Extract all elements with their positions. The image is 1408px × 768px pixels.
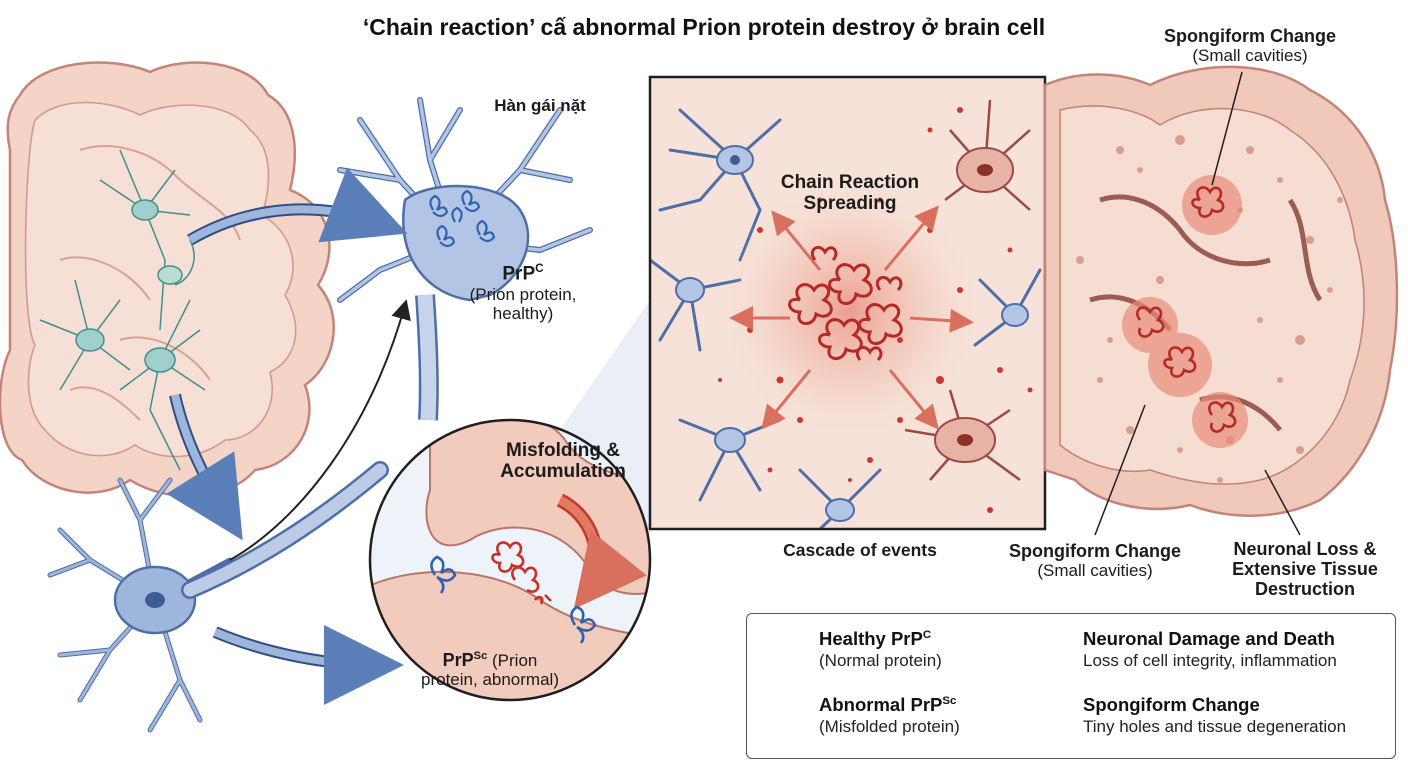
right-brain-slice xyxy=(1043,65,1399,536)
neuronal-loss-label: Neuronal Loss & Extensive Tissue Destruc… xyxy=(1210,539,1400,599)
legend-healthy-title: Healthy PrP xyxy=(819,628,923,649)
loss-line-3: Destruction xyxy=(1254,579,1355,600)
prpsc-label: PrPSc (Prion protein, abnormal) xyxy=(395,650,585,689)
legend-box: Healthy PrPC (Normal protein) Abnormal P… xyxy=(746,613,1396,759)
neuron-heading: Hàn gái nặt xyxy=(494,96,586,115)
prpc-desc-1: (Prion protein, xyxy=(469,284,577,304)
flow-arrows xyxy=(166,167,411,705)
diagram-title: ‘Chain reaction’ cấ abnormal Prion prote… xyxy=(362,14,1046,40)
legend-abnormal-desc: (Misfolded protein) xyxy=(819,717,960,736)
bottom-left-neuron xyxy=(47,461,389,733)
prpsc-desc-2: protein, abnormal) xyxy=(421,670,559,690)
legend-abnormal-title: Abnormal PrP xyxy=(819,694,943,715)
sponge-top-line-1: Spongiform Change xyxy=(1164,26,1336,46)
legend-spongiform-desc: Tiny holes and tissue degeneration xyxy=(1083,717,1347,736)
prpc-desc-2: healthy) xyxy=(492,303,554,323)
prpsc-sup: Sc xyxy=(473,650,488,662)
legend-damage-desc: Loss of cell integrity, inflammation xyxy=(1083,651,1337,670)
spongiform-bottom-label: Spongiform Change (Small cavities) xyxy=(985,541,1205,580)
legend-healthy-desc: (Normal protein) xyxy=(819,651,942,670)
misfolding-line-1: Misfolding & xyxy=(506,440,620,461)
sponge-bottom-line-2: (Small cavities) xyxy=(1037,561,1153,581)
chain-reaction-box xyxy=(648,75,1047,531)
prpc-sup: C xyxy=(535,262,544,275)
legend-damage-title: Neuronal Damage and Death xyxy=(1083,628,1335,649)
prpc-name: PrP xyxy=(502,263,536,285)
chain-reaction-label: Chain Reaction Spreading xyxy=(760,172,940,215)
left-brain-slice xyxy=(0,61,335,498)
cascade-label: Cascade of events xyxy=(783,540,937,560)
legend-spongiform-title: Spongiform Change xyxy=(1083,694,1260,715)
prpsc-name: PrP xyxy=(442,650,474,670)
chain-line-1: Chain Reaction xyxy=(780,172,920,193)
legend-healthy-sup: C xyxy=(922,628,932,641)
chain-line-2: Spreading xyxy=(803,193,897,215)
loss-line-1: Neuronal Loss & xyxy=(1233,539,1377,559)
prpsc-desc-1: (Prion xyxy=(487,651,538,670)
misfolding-label: Misfolding & Accumulation xyxy=(488,440,638,483)
spongiform-top-label: Spongiform Change (Small cavities) xyxy=(1140,26,1360,65)
prpc-label: PrPC (Prion protein, healthy) xyxy=(448,262,598,323)
sponge-top-line-2: (Small cavities) xyxy=(1192,46,1308,66)
misfolding-line-2: Accumulation xyxy=(500,461,626,483)
top-neuron xyxy=(337,97,593,421)
loss-line-2: Extensive Tissue xyxy=(1232,559,1378,580)
legend-abnormal-sup: Sc xyxy=(942,694,957,707)
sponge-bottom-line-1: Spongiform Change xyxy=(1009,541,1181,561)
